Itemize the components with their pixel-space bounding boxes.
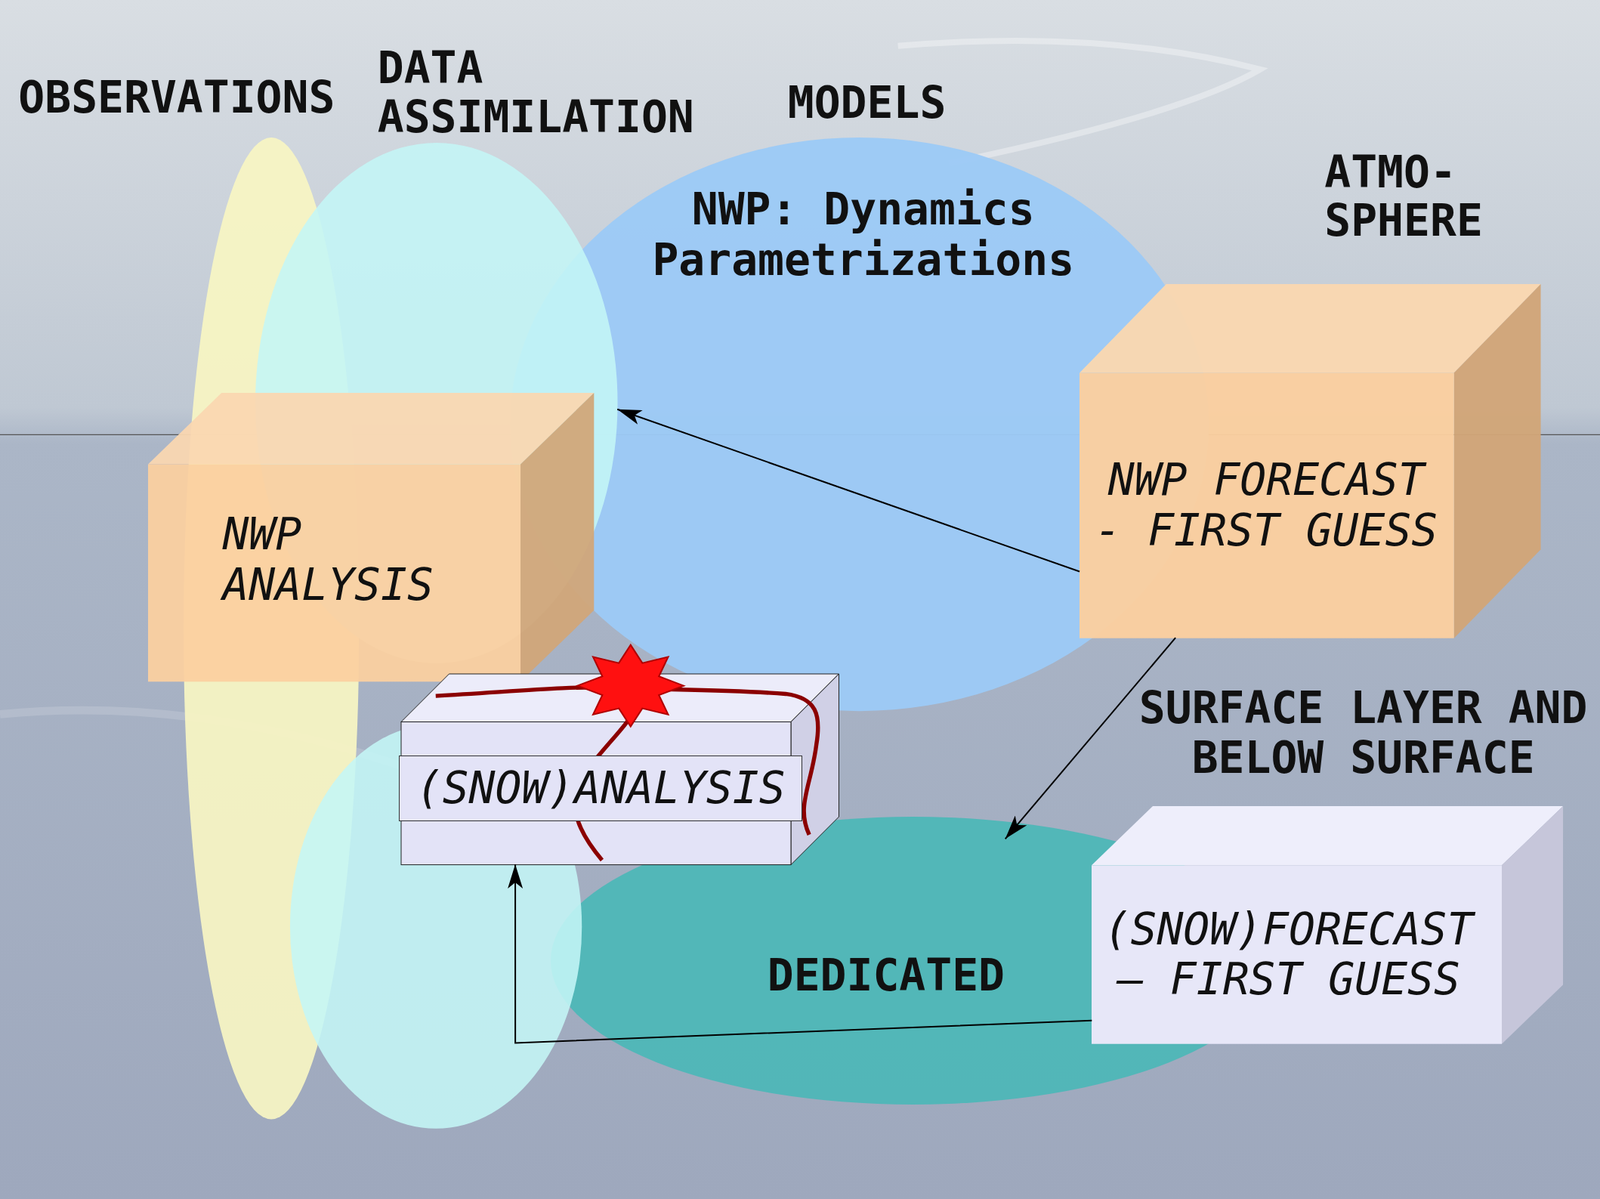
text-holder: NWP FORECAST - FIRST GUESS (1087, 454, 1446, 556)
wire-line (574, 704, 638, 861)
arrow-connector (617, 409, 1080, 572)
arrow-connector (1005, 637, 1176, 839)
forecast-box: NWP FORECAST - FIRST GUESS (1079, 284, 1542, 639)
row-heading: SURFACE LAYER AND BELOW SURFACE (1133, 682, 1594, 784)
ice-streak (898, 40, 1261, 164)
text-holder: ATMO- SPHERE (1324, 148, 1483, 246)
text-holder: MODELS (787, 77, 947, 129)
box-top-face (148, 392, 594, 465)
text-holder: SURFACE LAYER AND BELOW SURFACE (1133, 682, 1594, 784)
analysis-box: NWP ANALYSIS (148, 392, 594, 682)
text-holder: DATA ASSIMILATION (377, 43, 695, 143)
box-front-face (1091, 864, 1502, 1044)
text-holder: (SNOW)ANALYSIS (398, 755, 803, 822)
box-top-face (1091, 806, 1563, 865)
row-heading: ATMO- SPHERE (1324, 148, 1483, 246)
model-text: NWP: Dynamics Parametrizations (651, 184, 1075, 285)
text-holder: NWP ANALYSIS (222, 509, 433, 610)
box-side-face (520, 392, 594, 682)
box-text: NWP FORECAST - FIRST GUESS (1087, 454, 1446, 556)
text-holder: NWP: Dynamics Parametrizations (651, 184, 1075, 285)
box-outline (148, 392, 594, 682)
box-front-face (1079, 372, 1455, 638)
snow-forecast-box: (SNOW)FORECAST – FIRST GUESS (1091, 806, 1563, 1045)
text-holder: (SNOW)FORECAST – FIRST GUESS (1097, 904, 1481, 1005)
box-front-face (148, 464, 521, 683)
column-heading: MODELS (787, 77, 947, 129)
burst-star (577, 645, 684, 727)
box-text: (SNOW)FORECAST – FIRST GUESS (1097, 904, 1481, 1005)
box-text: (SNOW)ANALYSIS (398, 755, 803, 822)
box-side-face (1454, 284, 1542, 639)
text-holder: DEDICATED (767, 950, 1005, 1001)
box-text: NWP ANALYSIS (222, 509, 433, 610)
text-holder: OBSERVATIONS (18, 72, 335, 124)
column-heading: OBSERVATIONS (18, 72, 335, 124)
model-text: DEDICATED (767, 950, 1005, 1001)
box-side-face (1501, 806, 1563, 1045)
arrow-connector (515, 864, 1092, 1043)
column-heading: DATA ASSIMILATION (377, 43, 695, 143)
